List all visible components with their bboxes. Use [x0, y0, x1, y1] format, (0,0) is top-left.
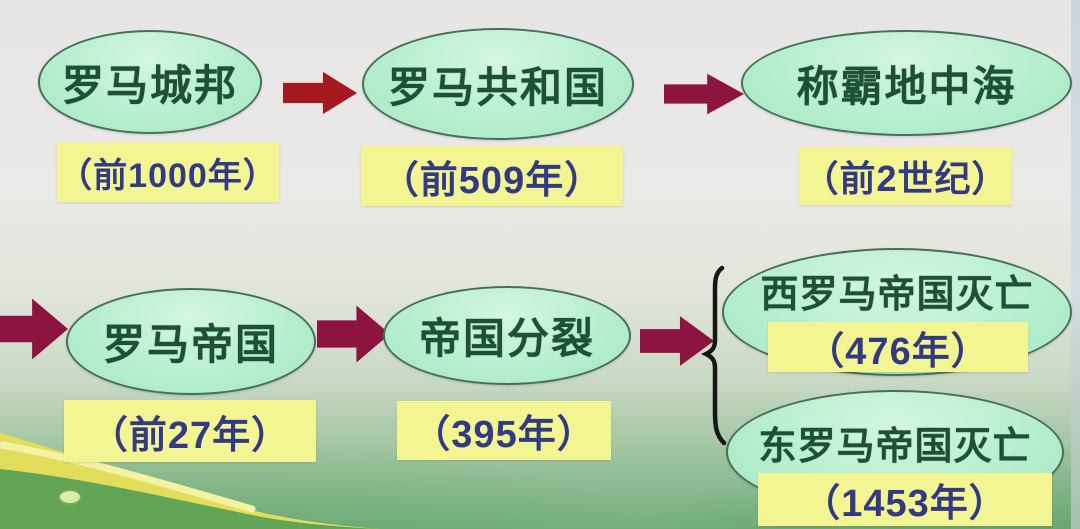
right-block-arrow-icon [317, 305, 390, 363]
date-box-western-empire-fall: （476年） [768, 322, 1028, 373]
date-label: （395年） [412, 414, 596, 456]
stage-label: 罗马帝国 [102, 321, 279, 368]
date-label: （前2世纪） [802, 158, 1009, 199]
date-label: （1453年） [802, 483, 1008, 525]
date-box-eastern-empire-fall: （1453年） [758, 473, 1052, 526]
date-label: （476年） [806, 330, 990, 373]
date-label: （前1000年） [58, 156, 278, 195]
date-box-empire-split: （395年） [397, 401, 611, 460]
stage-label: 称霸地中海 [796, 62, 1017, 110]
right-edge-strip [1071, 0, 1080, 529]
stage-ellipse-roman-empire: 罗马帝国 [66, 288, 316, 395]
right-block-arrow-icon [0, 298, 68, 360]
date-box-mediterranean-hegemony: （前2世纪） [799, 147, 1012, 205]
stage-ellipse-roman-city-state: 罗马城邦 [38, 30, 262, 134]
date-box-roman-city-state: （前1000年） [57, 142, 279, 202]
stage-ellipse-roman-republic: 罗马共和国 [362, 28, 634, 140]
split-brace [700, 265, 727, 446]
date-box-roman-empire: （前27年） [64, 400, 316, 462]
stage-ellipse-empire-split: 帝国分裂 [383, 286, 631, 385]
date-label: （前509年） [380, 159, 604, 202]
stage-label: 罗马城邦 [61, 61, 238, 109]
stage-label: 罗马共和国 [387, 63, 608, 111]
leaf-decoration [0, 433, 380, 529]
date-box-roman-republic: （前509年） [361, 146, 623, 206]
date-label: （前27年） [89, 414, 291, 457]
right-block-arrow-icon [283, 71, 357, 115]
right-block-arrow-icon [640, 316, 714, 366]
stage-ellipse-mediterranean-hegemony: 称霸地中海 [741, 30, 1072, 136]
stage-label: 帝国分裂 [418, 315, 595, 362]
right-block-arrow-icon [664, 73, 744, 115]
stage-label: 西罗马帝国灭亡 [760, 273, 1034, 316]
stage-label: 东罗马帝国灭亡 [758, 425, 1032, 468]
